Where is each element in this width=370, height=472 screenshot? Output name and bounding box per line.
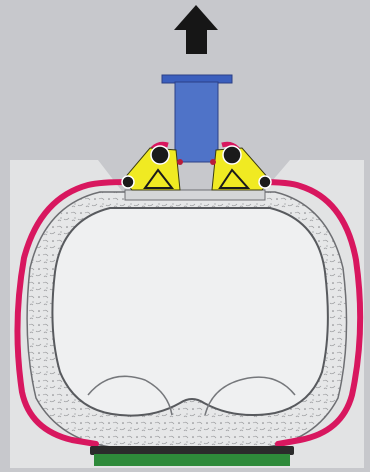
clamp-plate [125, 190, 265, 200]
roller-left-top [151, 146, 169, 164]
pin-left [177, 159, 183, 165]
pin-right [210, 159, 216, 165]
roller-right-top [223, 146, 241, 164]
actuator-body [175, 82, 218, 162]
platform-bottom [94, 454, 290, 466]
roller-right-bottom [259, 176, 271, 188]
roller-left-bottom [122, 176, 134, 188]
inner-cavity [52, 208, 327, 416]
platform-top [90, 446, 294, 455]
